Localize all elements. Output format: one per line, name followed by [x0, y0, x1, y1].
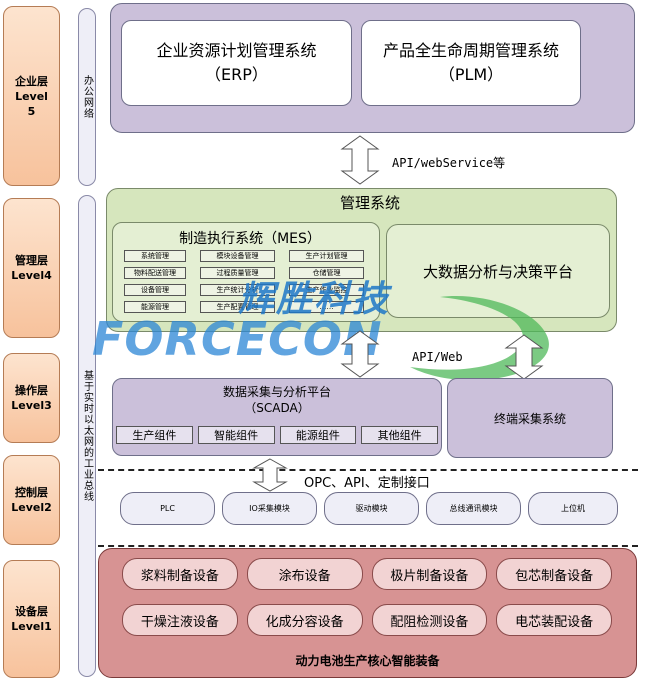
equipment-item: 干燥注液设备 [122, 604, 238, 636]
watermark-en: FORCECON [92, 312, 383, 366]
scada-component: 生产组件 [116, 426, 193, 444]
scada-components: 生产组件 智能组件 能源组件 其他组件 [116, 426, 438, 444]
mes-module: 物料配送管理 [124, 267, 186, 279]
industrial-bus-label: 基于实时以太网的工业总线 [81, 370, 93, 502]
double-arrow-icon [340, 330, 380, 378]
scada-title-block: 数据采集与分析平台 （SCADA） [112, 384, 442, 416]
equipment-item: 涂布设备 [246, 558, 363, 590]
mes-module: 生产计划管理 [289, 250, 364, 262]
layer-divider [98, 545, 638, 547]
level-control: 控制层 Level2 [3, 455, 60, 545]
double-arrow-icon [340, 135, 380, 185]
mes-module: 系统管理 [124, 250, 186, 262]
forcecon-watermark-logo [410, 296, 549, 381]
level-enterprise: 企业层 Level 5 [3, 6, 60, 186]
control-item-bus: 总线通讯模块 [426, 492, 521, 525]
double-arrow-icon [252, 458, 288, 492]
double-arrow-icon [504, 334, 544, 380]
mes-module: 模块设备管理 [200, 250, 275, 262]
scada-subtitle: （SCADA） [244, 401, 310, 415]
scada-title: 数据采集与分析平台 [222, 385, 331, 399]
equipment-item: 极片制备设备 [371, 558, 488, 590]
level-code: Level1 [11, 620, 52, 633]
layer-divider [98, 469, 638, 471]
erp-abbr: （ERP） [205, 65, 268, 84]
level-device: 设备层 Level1 [3, 560, 60, 678]
mes-module-grid: 系统管理 模块设备管理 生产计划管理 物料配送管理 过程质量管理 仓储管理 设备… [124, 250, 374, 313]
management-title: 管理系统 [339, 194, 400, 212]
office-network-bar: 办公网络 [78, 8, 96, 186]
plm-box: 产品全生命周期管理系统 （PLM） [361, 20, 581, 106]
erp-title: 企业资源计划管理系统 [156, 41, 317, 60]
mes-module: 能源管理 [124, 301, 186, 313]
terminal-box: 终端采集系统 [447, 378, 613, 458]
mes-module: 设备管理 [124, 284, 186, 296]
plm-title: 产品全生命周期管理系统 [382, 41, 559, 60]
level-name: 企业层 [15, 74, 48, 88]
equipment-title: 动力电池生产核心智能装备 [295, 654, 440, 668]
control-item-plc: PLC [120, 492, 215, 525]
api-webservice-label: API/webService等 [392, 156, 506, 170]
level-name: 设备层 [15, 605, 48, 618]
control-item-host: 上位机 [528, 492, 618, 525]
level-operation: 操作层 Level3 [3, 353, 60, 443]
plm-abbr: （PLM） [438, 65, 504, 84]
api-web-label: API/Web [412, 350, 463, 364]
bigdata-title: 大数据分析与决策平台 [422, 262, 573, 281]
level-num: 5 [27, 104, 36, 118]
level-name: 控制层 [15, 486, 48, 499]
terminal-title: 终端采集系统 [493, 411, 566, 426]
industrial-bus-bar: 基于实时以太网的工业总线 [78, 195, 96, 677]
level-name: 操作层 [15, 384, 48, 397]
control-item-drive: 驱动模块 [324, 492, 419, 525]
equipment-item: 包芯制备设备 [496, 558, 612, 590]
scada-component: 能源组件 [279, 426, 357, 444]
mes-module: 生产作业监控 [289, 284, 364, 296]
mes-module: …… [289, 301, 364, 313]
erp-box: 企业资源计划管理系统 （ERP） [121, 20, 352, 106]
level-management: 管理层 Level4 [3, 198, 60, 338]
scada-component: 智能组件 [197, 426, 275, 444]
watermark-cn: 辉胜科技 [238, 279, 391, 320]
mes-module: 生产配置管理 [200, 301, 275, 313]
opc-interface-label: OPC、API、定制接口 [302, 472, 432, 491]
office-network-label: 办公网络 [81, 75, 93, 119]
mes-module: 过程质量管理 [200, 267, 275, 279]
mes-title: 制造执行系统（MES） [179, 231, 321, 247]
equipment-item: 化成分容设备 [246, 604, 363, 636]
level-code: Level2 [11, 501, 52, 514]
mes-module: 生产统计分析 [200, 284, 275, 296]
level-code: Level [15, 89, 48, 103]
control-item-io: IO采集模块 [222, 492, 317, 525]
mes-module: 仓储管理 [289, 267, 364, 279]
equipment-grid: 浆料制备设备 涂布设备 极片制备设备 包芯制备设备 干燥注液设备 化成分容设备 … [122, 558, 612, 636]
level-code: Level3 [11, 399, 52, 412]
scada-component: 其他组件 [361, 426, 438, 444]
equipment-item: 电芯装配设备 [496, 604, 612, 636]
equipment-item: 浆料制备设备 [122, 558, 238, 590]
equipment-item: 配阻检测设备 [371, 604, 488, 636]
level-name: 管理层 [15, 254, 48, 267]
level-code: Level4 [11, 269, 52, 282]
